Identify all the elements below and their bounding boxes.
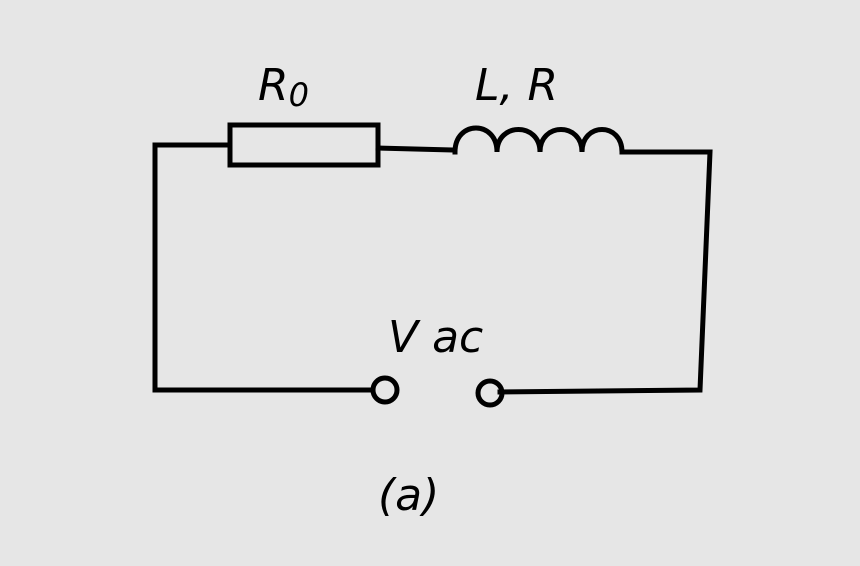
wire-left <box>152 142 375 393</box>
wire-middle <box>375 145 458 153</box>
source-label: V ac <box>388 312 483 363</box>
resistor-label: R0 <box>258 60 309 114</box>
terminal-right <box>475 378 505 408</box>
wire-right <box>497 149 713 395</box>
inductor-lr <box>452 125 625 155</box>
inductor-label: L, R <box>475 60 558 111</box>
resistor-r0 <box>227 122 381 168</box>
terminal-left <box>370 375 400 405</box>
caption-label: (a) <box>378 470 439 521</box>
